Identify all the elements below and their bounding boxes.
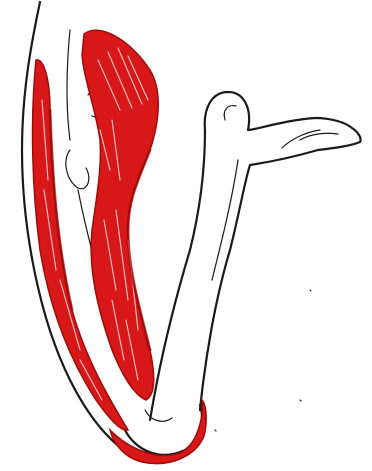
arm-sketch-svg <box>0 0 372 471</box>
arm-anatomy-illustration <box>0 0 372 471</box>
